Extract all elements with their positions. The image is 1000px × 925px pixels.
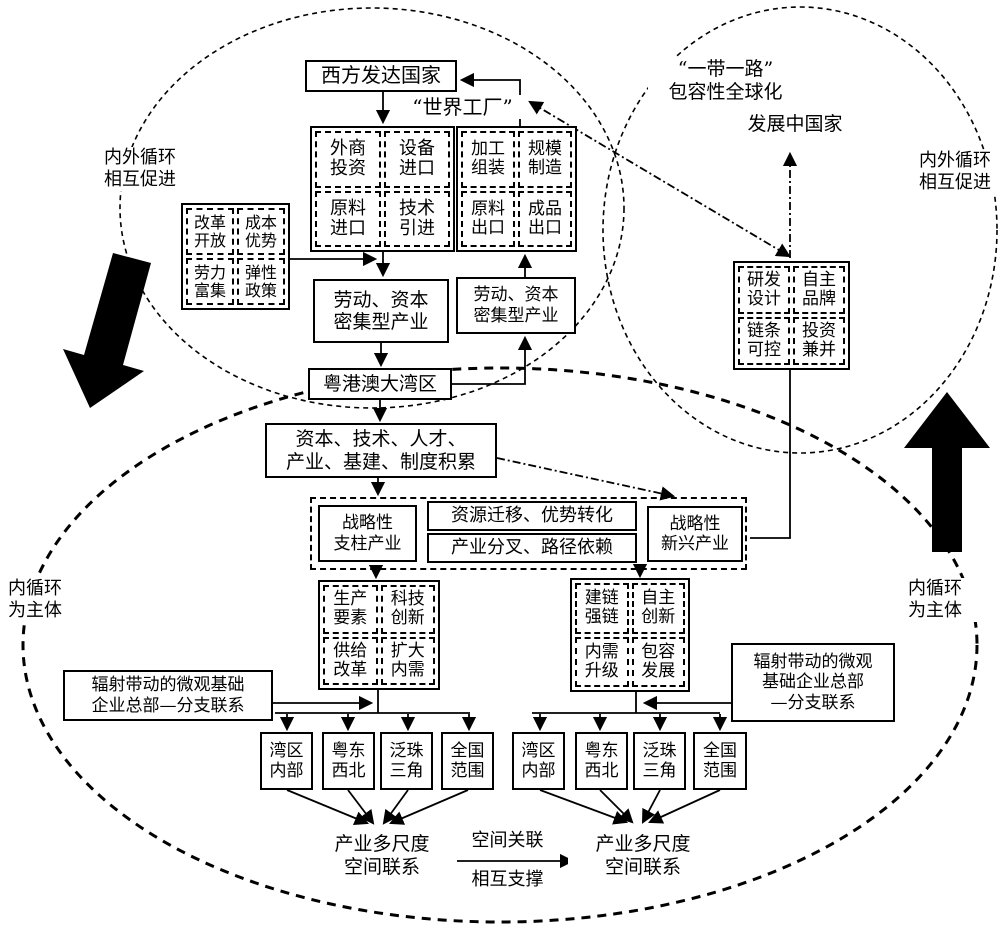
cell-processing-assembly: 加工 组装 — [461, 131, 515, 188]
cell-flexible-policy: 弹性 政策 — [237, 258, 285, 305]
box-labor-capital-industry-right: 劳动、资本 密集型产业 — [456, 277, 576, 334]
label-mutual-support: 相互支撑 — [460, 869, 555, 891]
cell-own-brand: 自主 品牌 — [793, 266, 845, 314]
box-labor-capital-industry-left: 劳动、资本 密集型产业 — [313, 279, 449, 343]
cell-rnd-design: 研发 设计 — [738, 266, 790, 314]
label-inner-circulation-right: 内循环 为主体 — [892, 578, 978, 622]
box-scale-left-bay-interior: 湾区 内部 — [260, 732, 313, 790]
label-developing-countries: 发展中国家 — [735, 113, 855, 137]
label-dual-circulation-left: 内外循环 相互促进 — [90, 147, 190, 191]
cell-chain-control: 链条 可控 — [738, 317, 790, 365]
strategy-transition-container — [310, 497, 747, 570]
box-greater-bay-area: 粤港澳大湾区 — [308, 368, 452, 400]
cell-supply-reform: 供给 改革 — [323, 636, 378, 685]
cell-cost-advantage: 成本 优势 — [237, 208, 285, 255]
cell-sci-tech-innovation: 科技 创新 — [380, 585, 435, 634]
box-radiate-micro-left: 辐射带动的微观基础 企业总部—分支联系 — [63, 670, 273, 721]
grid-rnd-brand: 研发 设计 自主 品牌 链条 可控 投资 兼并 — [733, 261, 850, 370]
label-multiscale-right: 产业多尺度 空间联系 — [568, 833, 718, 880]
box-scale-right-bay-interior: 湾区 内部 — [512, 732, 565, 790]
box-radiate-micro-right: 辐射带动的微观 基础企业总部 —分支联系 — [731, 643, 895, 722]
cell-demand-upgrade: 内需 升级 — [575, 636, 629, 687]
label-belt-and-road: “一带一路” 包容性全球化 — [648, 58, 803, 105]
label-inner-circulation-left: 内循环 为主体 — [0, 578, 70, 622]
cell-foreign-investment: 外商 投资 — [315, 131, 381, 188]
box-scale-left-east-west-north: 粤东 西北 — [322, 732, 375, 790]
cell-reform-opening: 改革 开放 — [186, 208, 234, 255]
cell-raw-material-import: 原料 进口 — [315, 190, 381, 247]
cell-scale-manufacturing: 规模 制造 — [518, 131, 572, 188]
grid-fdi-import: 外商 投资 设备 进口 原料 进口 技术 引进 — [310, 126, 455, 252]
inner-circulation-ellipse — [21, 366, 979, 924]
box-scale-right-east-west-north: 粤东 西北 — [575, 732, 628, 790]
label-world-factory: “世界工厂” — [400, 95, 525, 120]
box-western-developed-countries: 西方发达国家 — [305, 60, 457, 92]
black-arrow-right-up — [904, 392, 990, 552]
cell-investment-merger: 投资 兼并 — [793, 317, 845, 365]
box-resource-transfer: 资源迁移、优势转化 — [427, 501, 637, 531]
solid-connectors — [273, 72, 791, 869]
cell-build-strengthen-chain: 建链 强链 — [575, 583, 629, 634]
box-strategic-emerging-industry: 战略性 新兴产业 — [647, 506, 743, 562]
box-strategic-pillar-industry: 战略性 支柱产业 — [318, 505, 417, 562]
cell-raw-material-export: 原料 出口 — [461, 190, 515, 247]
cell-inclusive-development: 包容 发展 — [631, 636, 685, 687]
cell-equipment-import: 设备 进口 — [384, 131, 450, 188]
box-scale-left-pan-pearl: 泛珠 三角 — [380, 732, 433, 790]
cell-expand-domestic-demand: 扩大 内需 — [380, 636, 435, 685]
cell-finished-goods-export: 成品 出口 — [518, 190, 572, 247]
label-spatial-link: 空间关联 — [460, 830, 555, 852]
box-scale-left-nationwide: 全国 范围 — [441, 732, 494, 790]
cell-independent-innovation: 自主 创新 — [631, 583, 685, 634]
box-scale-right-pan-pearl: 泛珠 三角 — [633, 732, 686, 790]
grid-production-factors: 生产 要素 科技 创新 供给 改革 扩大 内需 — [318, 580, 440, 690]
grid-reform-advantages: 改革 开放 成本 优势 劳力 富集 弹性 政策 — [181, 203, 290, 310]
cell-production-factors: 生产 要素 — [323, 585, 378, 634]
box-scale-right-nationwide: 全国 范围 — [693, 732, 747, 790]
grid-chain-building: 建链 强链 自主 创新 内需 升级 包容 发展 — [570, 578, 690, 692]
grid-world-factory-processing: 加工 组装 规模 制造 原料 出口 成品 出口 — [456, 126, 577, 252]
cell-labor-abundance: 劳力 富集 — [186, 258, 234, 305]
box-industry-bifurcation: 产业分叉、路径依赖 — [427, 533, 637, 563]
label-dual-circulation-right: 内外循环 相互促进 — [910, 150, 1000, 194]
box-capital-accumulation: 资本、技术、人才、 产业、基建、制度积累 — [265, 423, 497, 478]
black-arrow-left-down — [63, 253, 151, 408]
label-multiscale-left: 产业多尺度 空间联系 — [307, 833, 457, 880]
cell-technology-introduction: 技术 引进 — [384, 190, 450, 247]
